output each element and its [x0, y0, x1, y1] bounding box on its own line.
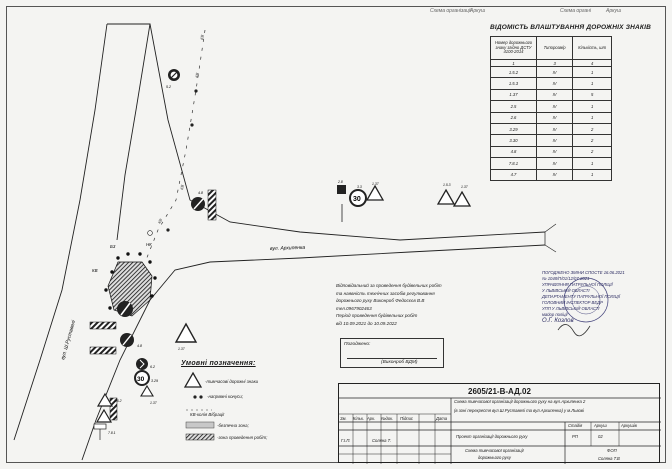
legend-temp-signs: -тимчасові дорожні знаки	[205, 379, 259, 384]
barrier-top	[207, 189, 217, 221]
barrier-mid	[89, 321, 117, 330]
approval-stamp: ПОГОДЖЕНО ЗМІНИ СПОСТЕ 16.06.2021 № 1048…	[542, 270, 625, 324]
svg-text:1.37: 1.37	[461, 185, 468, 189]
col-sign-number: Номер дорожнього знаку згідно ДСТУ 4100-…	[490, 36, 537, 60]
kv-line	[145, 29, 206, 261]
work-zone	[107, 261, 153, 317]
responsible-note: Відповідальний за проведення будівельних…	[336, 283, 442, 326]
drawing-code: 2605/21-В-АД.02	[468, 387, 531, 396]
legend-cones: -напрямні конуси;	[207, 394, 244, 399]
svg-text:4.8: 4.8	[198, 191, 203, 195]
sign-no-overtaking: 5.2	[166, 69, 180, 89]
svg-text:1.37: 1.37	[372, 182, 379, 186]
svg-text:30: 30	[137, 376, 145, 383]
legend-work-zone: -зона проведення робіт;	[217, 435, 268, 440]
barrier-bottom	[109, 397, 118, 421]
svg-text:КВ: КВ	[194, 72, 200, 78]
col-size: Типорозмір	[535, 36, 574, 60]
sheet-name: Проект організації дорожнього руху	[456, 434, 528, 439]
street-name-rustaveli: вул. Ш.Руставелі	[60, 319, 77, 361]
svg-text:КВ: КВ	[179, 184, 185, 190]
svg-text:1.5.2: 1.5.2	[114, 399, 122, 403]
svg-text:7.8.1: 7.8.1	[108, 431, 116, 435]
side-street-edge-right	[107, 23, 151, 241]
side-street-edge-lower	[81, 299, 151, 461]
svg-text:1.37: 1.37	[178, 347, 185, 351]
sign-group-right: 1.5.3 1.37	[436, 183, 472, 207]
svg-text:5.2: 5.2	[166, 85, 171, 89]
svg-text:1.5.3: 1.5.3	[443, 183, 451, 187]
drawing-frame	[6, 6, 666, 463]
legend-title: Умовні позначення:	[181, 360, 256, 367]
stage-value: РП	[572, 434, 578, 439]
sign-roadworks-right: 1.37	[174, 322, 198, 351]
title-block	[338, 383, 661, 464]
svg-text:6.2: 6.2	[150, 365, 155, 369]
col-qty: Кількість, шт	[572, 36, 612, 60]
svg-text:1.37: 1.37	[150, 401, 157, 405]
title-desc-2: (в зоні перехрестя вул.Ш.Руставелі та ву…	[454, 408, 584, 413]
sign-keep-direction-lower: 4.8	[117, 301, 142, 348]
svg-text:КВ: КВ	[199, 34, 205, 40]
side-street-edge-left	[13, 23, 108, 441]
svg-text:2.8: 2.8	[337, 180, 343, 184]
main-street-edge-bottom	[149, 244, 546, 301]
police-stamp	[557, 277, 609, 337]
svg-text:3.3: 3.3	[357, 185, 362, 189]
svg-text:КВ: КВ	[157, 217, 164, 224]
sign-keep-direction-upper: 4.8	[191, 191, 205, 211]
main-street-edge-top	[149, 23, 546, 241]
svg-text:4.8: 4.8	[137, 344, 142, 348]
svg-text:30: 30	[353, 196, 361, 203]
sign-group-main-street: 2.8 30 3.3 1.37	[337, 180, 385, 222]
sheet-value: 02	[598, 434, 603, 439]
sign-table-title: ВІДОМІСТЬ ВЛАШТУВАННЯ ДОРОЖНІХ ЗНАКІВ	[490, 24, 651, 31]
legend-vibration: КВ-колія Вібрації	[190, 412, 225, 417]
svg-text:КВ: КВ	[92, 268, 98, 273]
legend-symbols	[183, 371, 215, 441]
title-desc-1: Схема тимчасової організації дорожнього …	[454, 399, 586, 404]
barrier-lower	[89, 346, 117, 355]
header-strip-mid: Аркуш	[470, 8, 486, 14]
svg-text:Б3: Б3	[110, 244, 116, 249]
header-strip-right: Схема органі	[560, 8, 591, 14]
svg-text:3.29: 3.29	[151, 379, 158, 383]
sign-cluster-bottom-left: 6.2 30 3.29 1.37 1.5.2 7.8.1	[93, 358, 158, 440]
svg-text:НК: НК	[146, 242, 152, 247]
header-strip-far: Аркуш	[606, 8, 622, 14]
sign-table: Номер дорожнього знаку згідно ДСТУ 4100-…	[490, 36, 612, 181]
cones	[104, 252, 157, 310]
header-strip-left: Схема організації	[430, 8, 472, 14]
agreed-box: Погоджено: (Виконроб ВДМ)	[340, 338, 444, 368]
legend-safe-zone: -безпечна зона;	[217, 423, 249, 428]
street-name-arkhypenka: вул. Архипенка	[270, 245, 306, 252]
